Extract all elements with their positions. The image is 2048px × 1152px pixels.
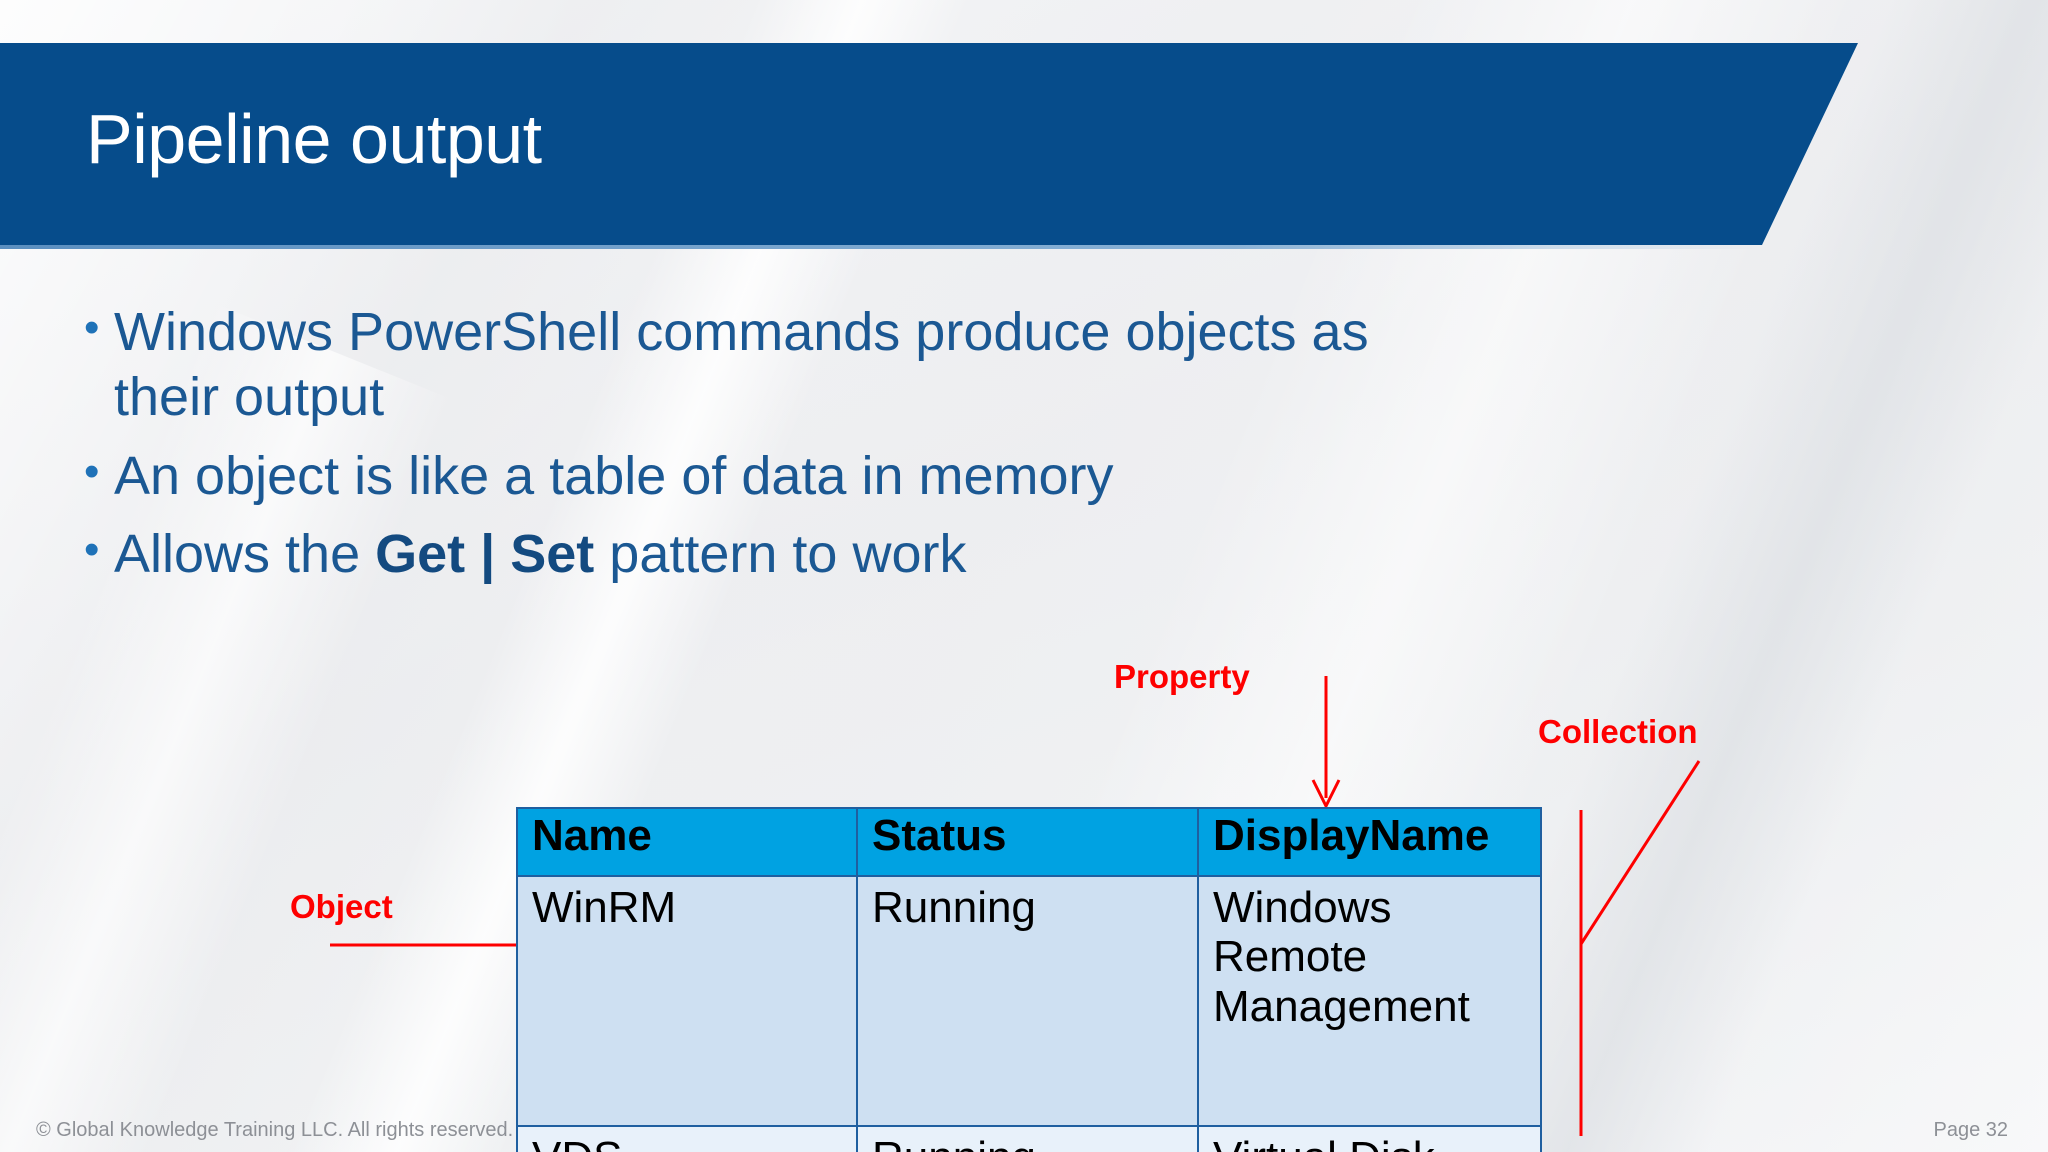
annotation-label-object: Object (290, 888, 393, 925)
cell-status: Running (856, 875, 1199, 1127)
table-row: WinRM Running Windows Remote Management (516, 875, 1542, 1127)
annotation-label-property: Property (1114, 658, 1250, 695)
list-item-text-pre: An object is like a table of data in mem… (114, 445, 1114, 506)
property-arrow-icon (1311, 676, 1341, 810)
list-item-text-pre: Allows the (114, 524, 376, 585)
table-header: Name Status DisplayName (516, 807, 1542, 877)
cell-displayname: Virtual Disk (1197, 1125, 1542, 1152)
column-header-status: Status (856, 807, 1199, 877)
list-item-text: Windows PowerShell commands produce obje… (114, 300, 1484, 430)
collection-bracket-icon (1579, 760, 1701, 1136)
cell-status: Running (856, 1125, 1199, 1152)
table-body: WinRM Running Windows Remote Management … (516, 875, 1542, 1152)
cell-displayname: Windows Remote Management (1197, 875, 1542, 1127)
footer-copyright: © Global Knowledge Training LLC. All rig… (36, 1119, 514, 1141)
column-header-displayname: DisplayName (1197, 807, 1542, 877)
cell-name: WinRM (516, 875, 858, 1127)
list-item: • An object is like a table of data in m… (84, 444, 1484, 509)
list-item: • Allows the Get | Set pattern to work (84, 522, 1484, 587)
list-item-text: Allows the Get | Set pattern to work (114, 522, 1484, 587)
title-banner (0, 43, 1858, 245)
annotation-label-collection: Collection (1538, 713, 1698, 750)
list-item: • Windows PowerShell commands produce ob… (84, 300, 1484, 430)
object-table: Name Status DisplayName WinRM Running Wi… (516, 807, 1542, 1152)
bullet-list: • Windows PowerShell commands produce ob… (84, 300, 1484, 601)
bullet-marker-icon: • (84, 525, 100, 575)
bullet-marker-icon: • (84, 446, 100, 496)
column-header-name: Name (516, 807, 858, 877)
list-item-text-pre: Windows PowerShell commands produce obje… (114, 302, 1369, 427)
list-item-text-emphasis: Get | Set (375, 524, 595, 585)
table-row: VDS Running Virtual Disk (516, 1125, 1542, 1152)
footer-page-number: Page 32 (1933, 1119, 2008, 1141)
list-item-text: An object is like a table of data in mem… (114, 444, 1484, 509)
cell-name: VDS (516, 1125, 858, 1152)
page-title: Pipeline output (86, 100, 542, 178)
bullet-marker-icon: • (84, 303, 100, 352)
table-header-row: Name Status DisplayName (516, 807, 1542, 877)
title-underline (0, 245, 1762, 249)
list-item-text-post: pattern to work (594, 524, 967, 585)
